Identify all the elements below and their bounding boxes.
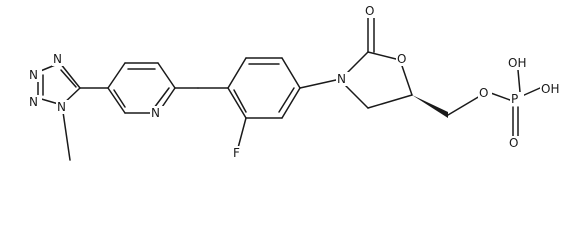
atom-label-bg [507, 56, 529, 70]
molecule-structure: N N N N N F N O O O P OH OH O [28, 4, 562, 161]
atom-label-bg [28, 68, 42, 82]
bond [447, 95, 481, 116]
atom-label-ester-o: O [479, 86, 488, 100]
atom-label-n: N [53, 52, 62, 66]
structure-canvas: N N N N N F N O O O P OH OH O [28, 4, 562, 161]
atom-label-oh: OH [508, 56, 526, 70]
atom-label-oh: OH [541, 82, 559, 96]
atom-label-f: F [233, 146, 240, 160]
atom-label-n: N [57, 100, 66, 114]
bond [113, 89, 126, 108]
bond [517, 69, 521, 93]
bond [227, 87, 247, 119]
atom-label-bg [56, 100, 70, 114]
bond [157, 62, 176, 89]
atom-label-bg [396, 52, 410, 66]
atom-label-p: P [511, 92, 518, 106]
atom-label-bg [540, 82, 562, 96]
atom-label-n: N [29, 95, 38, 109]
bond [237, 117, 247, 149]
atom-label-bg [364, 4, 378, 18]
bond [344, 84, 369, 109]
atom-label-bg [150, 106, 164, 120]
bond [367, 94, 413, 109]
bond [344, 51, 369, 76]
bond [107, 62, 126, 89]
bond-layer [37, 17, 541, 161]
atom-label-phosphoryl-o: O [509, 136, 518, 150]
atom-label-bg [232, 146, 244, 160]
atom-label-carbonyl-o: O [365, 4, 374, 18]
atom-label-oxazolidinone-n: N [337, 72, 346, 86]
atom-label-bg [508, 136, 522, 150]
stereo-wedge-bond [412, 95, 448, 118]
bond [153, 87, 170, 109]
bond [281, 57, 301, 89]
atom-label-pyridine-n: N [151, 106, 160, 120]
atom-label-bg [510, 92, 524, 106]
bond [281, 87, 301, 119]
bond [61, 104, 71, 161]
atom-label-bg [478, 86, 492, 100]
atom-label-ring-o: O [397, 52, 406, 66]
bond [278, 87, 295, 113]
bond [233, 89, 247, 113]
bond [521, 87, 541, 97]
atom-label-layer: N N N N N F N O O O P OH OH O [28, 4, 562, 160]
bond [227, 57, 247, 89]
atom-label-bg [52, 52, 66, 66]
atom-label-n: N [29, 68, 38, 82]
bond [59, 62, 81, 89]
bond [299, 79, 337, 89]
atom-label-bg [28, 95, 42, 109]
bond [107, 87, 126, 114]
bond [367, 51, 401, 61]
bond [60, 69, 77, 88]
atom-label-bg [336, 72, 350, 86]
